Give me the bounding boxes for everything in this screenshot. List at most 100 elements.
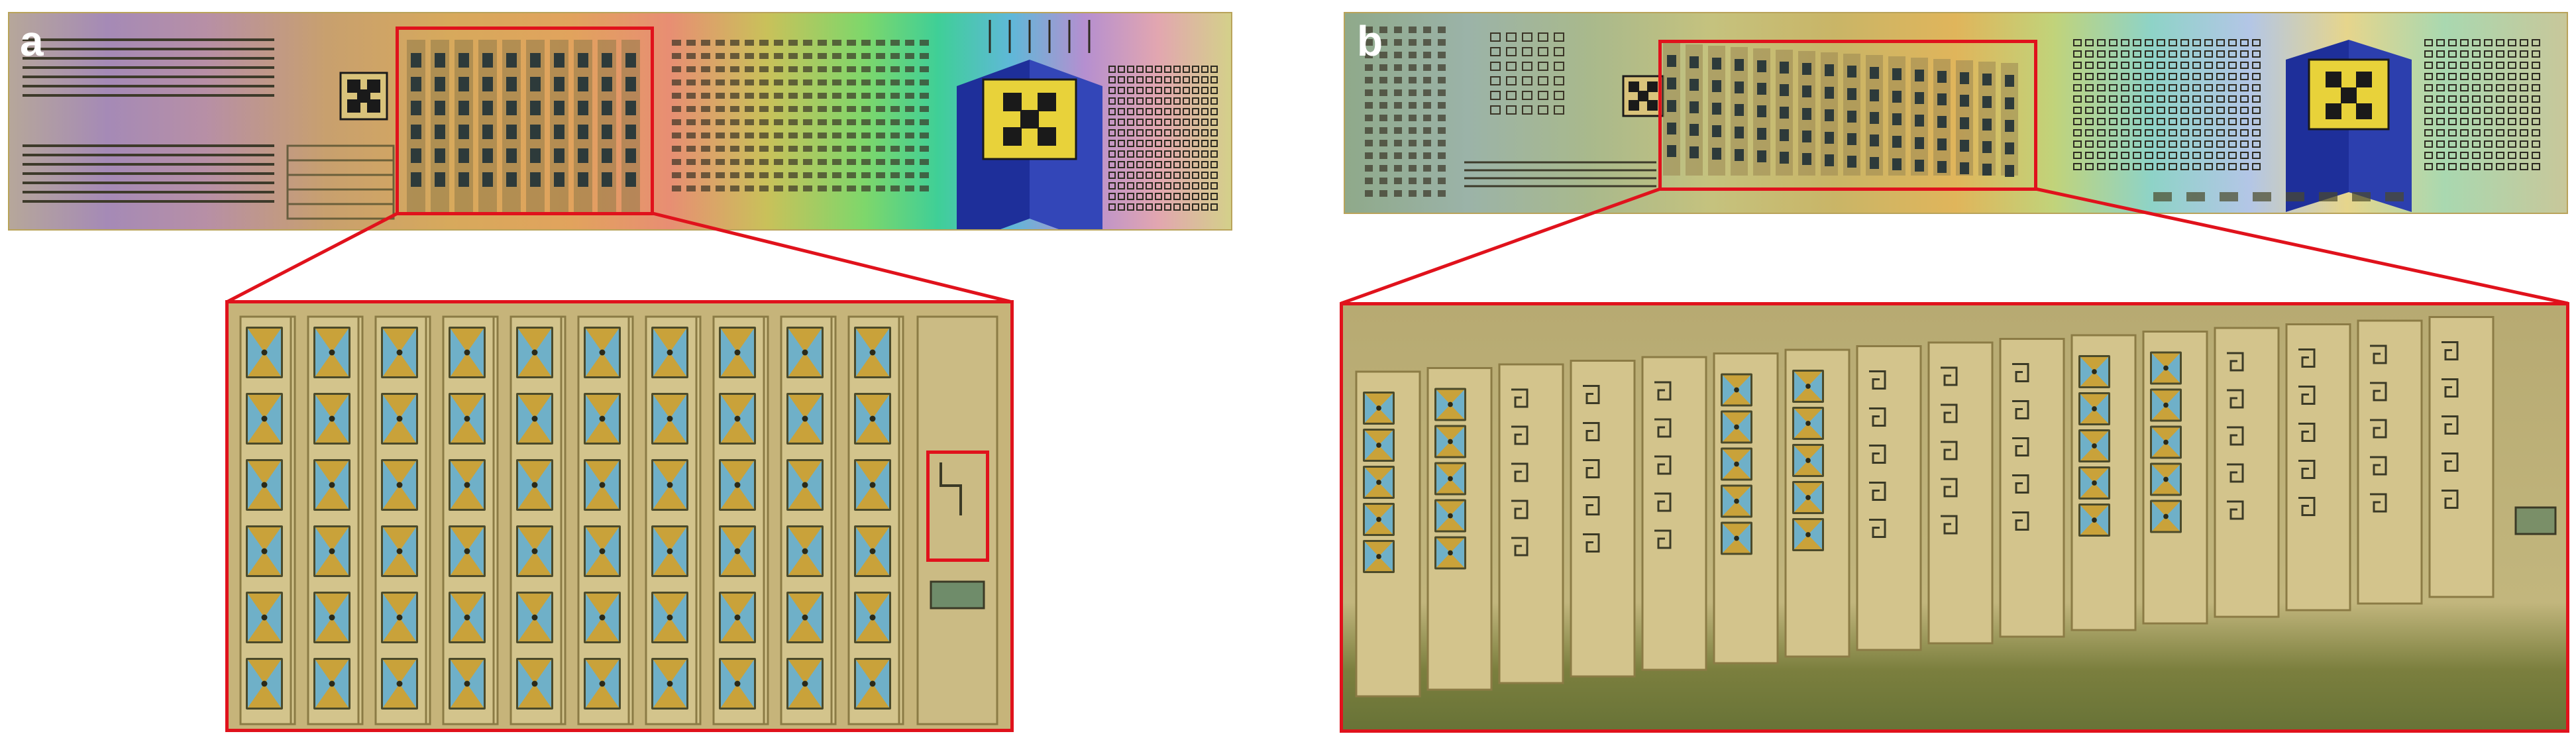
pixel-dot: [1982, 74, 1992, 85]
mesh-cell: [2436, 39, 2445, 46]
mesh-cell: [1164, 182, 1171, 189]
mesh-cell: [2460, 163, 2469, 170]
pixel-cell: [1434, 536, 1466, 570]
grid-device: [876, 66, 885, 72]
mesh-cell: [1164, 193, 1171, 200]
pixel-dot: [1960, 162, 1969, 174]
pixel-cell: [584, 525, 621, 577]
grid-device: [730, 53, 739, 59]
mesh-cell: [2532, 50, 2540, 58]
spiral-device: [2370, 493, 2387, 513]
grid-device: [745, 159, 754, 165]
spiral-device: [2227, 426, 2244, 446]
mesh-cell: [2252, 39, 2261, 46]
pixel-cell: [2150, 500, 2182, 533]
pixel-dot: [1825, 109, 1834, 121]
grid-device: [1409, 52, 1417, 58]
grid-device: [1394, 178, 1402, 184]
mesh-cell: [1192, 119, 1199, 126]
grid-device: [1379, 27, 1387, 33]
grid-device: [890, 80, 900, 85]
mesh-cell: [1155, 76, 1162, 83]
mesh-cell: [1136, 150, 1144, 158]
pixel-cell: [1721, 410, 1752, 444]
mesh-cell: [2472, 39, 2481, 46]
mesh-cell: [2073, 73, 2082, 80]
mesh-cell: [2157, 84, 2165, 91]
mesh-cell: [2145, 152, 2153, 159]
test-pad: [930, 580, 985, 610]
mesh-cell: [1108, 140, 1116, 147]
pixel-dot: [1982, 141, 1992, 153]
mesh-cell: [2508, 129, 2516, 136]
pixel-cell: [786, 592, 824, 643]
mesh-cell: [2448, 50, 2457, 58]
grid-device: [1423, 190, 1431, 197]
pixel-dot: [530, 53, 541, 68]
grid-device: [920, 186, 929, 191]
pixel-dot: [1870, 112, 1879, 124]
grid-device: [920, 93, 929, 99]
mesh-cell: [2448, 95, 2457, 103]
mesh-cell: [2180, 62, 2189, 69]
mesh-cell: [2097, 84, 2106, 91]
pixel-dot: [530, 101, 541, 115]
mesh-cell: [1108, 203, 1116, 211]
grid-device: [1538, 62, 1548, 71]
mesh-cell: [2252, 73, 2261, 80]
mesh-cell: [1146, 66, 1153, 73]
grid-device: [1423, 89, 1431, 96]
electrode-column: [442, 315, 499, 725]
pixel-dot: [482, 172, 493, 187]
mesh-cell: [2133, 152, 2141, 159]
grid-device: [1394, 115, 1402, 121]
grid-device: [730, 106, 739, 112]
grid-device: [861, 80, 871, 85]
zoom-inset-a: [225, 300, 1014, 732]
mesh-cell: [1136, 172, 1144, 179]
pixel-dot: [554, 148, 564, 163]
mesh-cell: [2073, 62, 2082, 69]
pixel-dot: [1802, 153, 1811, 165]
grid-device: [672, 133, 681, 138]
grid-device: [905, 80, 914, 85]
mesh-cell: [1173, 140, 1181, 147]
mesh-cell: [2228, 118, 2237, 125]
mesh-cell: [2109, 152, 2118, 159]
grid-device: [1379, 140, 1387, 146]
grid-device: [1409, 39, 1417, 46]
mesh-cell: [1108, 193, 1116, 200]
pixel-dot: [1892, 136, 1902, 148]
grid-device: [803, 146, 812, 152]
mesh-cell: [2121, 84, 2129, 91]
grid-device: [1365, 77, 1373, 83]
pixel-cell: [246, 327, 283, 378]
pixel-dot: [458, 125, 469, 139]
mesh-cell: [2157, 129, 2165, 136]
pixel-dot: [1982, 119, 1992, 131]
mesh-cell: [1118, 161, 1125, 168]
pixel-dot: [1847, 88, 1856, 100]
pixel-dot: [1757, 105, 1766, 117]
mesh-cell: [1183, 140, 1190, 147]
pixel-dot: [1712, 103, 1721, 115]
grid-device: [672, 119, 681, 125]
mesh-cell: [2496, 62, 2504, 69]
grid-device: [1438, 102, 1446, 109]
grid-device: [832, 159, 841, 165]
mesh-cell: [2472, 95, 2481, 103]
electrode-column: [712, 315, 769, 725]
mesh-cell: [1173, 150, 1181, 158]
panel-label-a: a: [20, 17, 44, 65]
grid-device: [876, 106, 885, 112]
mesh-cell: [2133, 50, 2141, 58]
mesh-cell: [2073, 50, 2082, 58]
mesh-cell: [2073, 163, 2082, 170]
pixel-dot: [1892, 91, 1902, 103]
spiral-device: [1654, 418, 1672, 438]
mesh-cell: [2169, 39, 2177, 46]
mesh-cell: [2496, 129, 2504, 136]
pixel-dot: [506, 172, 517, 187]
mesh-cell: [2133, 39, 2141, 46]
mesh-cell: [2192, 73, 2201, 80]
